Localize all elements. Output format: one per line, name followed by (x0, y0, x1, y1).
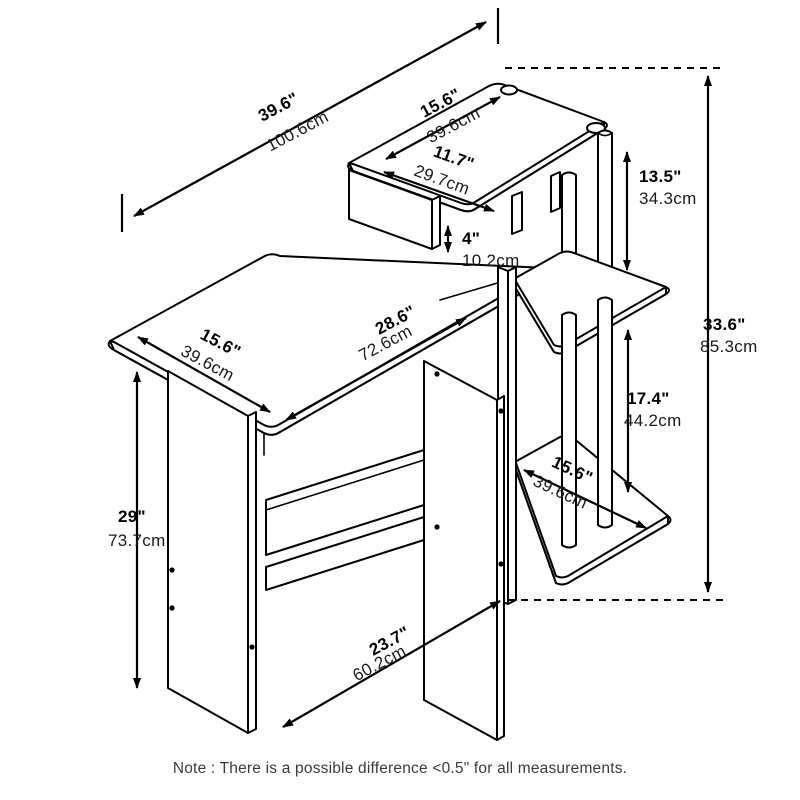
dim-upper-post-cm: 34.3cm (639, 189, 697, 208)
dim-total-height: 33.6" 85.3cm (505, 67, 758, 601)
dim-lower-post-height: 17.4" 44.2cm (624, 329, 682, 493)
dim-lower-post-cm: 44.2cm (624, 411, 682, 430)
dowel-hole-icon (434, 524, 440, 530)
dowel-hole-icon (169, 605, 175, 611)
dowel-hole-icon (249, 644, 255, 650)
left-side-panel (167, 370, 257, 734)
dim-lower-post-inch: 17.4" (627, 389, 670, 408)
dim-riser-height-inch: 4" (462, 229, 480, 248)
dim-total-height-cm: 85.3cm (700, 337, 758, 356)
dowel-hole-icon (434, 371, 440, 377)
back-rails (265, 449, 425, 591)
dim-desktop-height: 29" 73.7cm (108, 371, 166, 689)
dowel-hole-icon (498, 561, 504, 567)
middle-shelf (510, 250, 670, 355)
grommet-hole-icon (500, 84, 518, 96)
dim-upper-post-height: 13.5" 34.3cm (623, 151, 697, 271)
dim-total-height-inch: 33.6" (703, 315, 746, 334)
measurement-note: Note : There is a possible difference <0… (172, 760, 628, 777)
dim-riser-height-cm: 10.2cm (462, 251, 520, 270)
dim-upper-post-inch: 13.5" (639, 167, 682, 186)
bottom-shelf (511, 434, 672, 586)
dowel-hole-icon (498, 408, 504, 414)
dowel-hole-icon (169, 567, 175, 573)
center-divider-panel (423, 360, 505, 741)
dim-overall-width-inch: 39.6" (255, 89, 302, 126)
dim-desktop-height-cm: 73.7cm (108, 531, 166, 550)
dim-desktop-height-inch: 29" (118, 507, 146, 526)
dim-riser-height: 4" 10.2cm (444, 225, 520, 270)
